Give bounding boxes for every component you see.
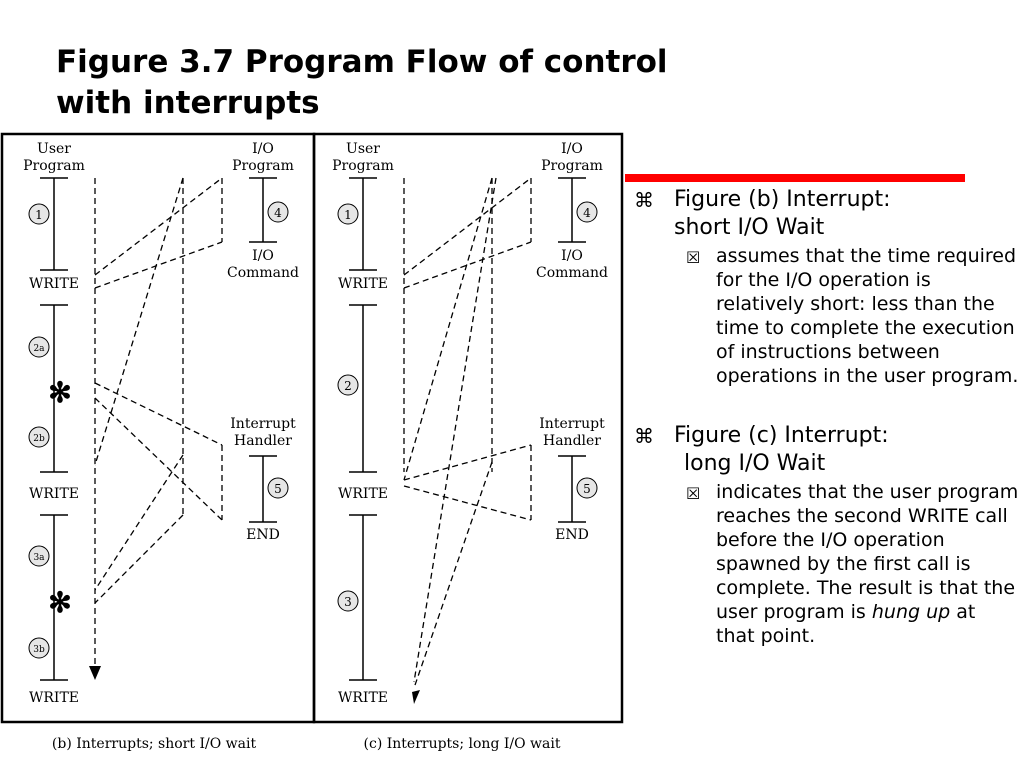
b-control-flow-lines [94, 177, 223, 665]
bullet-heading-b-2: short I/O Wait [674, 215, 825, 240]
b-io-segment-4: 4 [267, 201, 289, 223]
svg-text:1: 1 [344, 208, 352, 222]
diagram-c: User Program I/O Program I/O Command Int… [332, 141, 608, 752]
c-user-program-label-2: Program [332, 158, 394, 174]
svg-text:2b: 2b [33, 434, 45, 444]
hung-up-emphasis: hung up [871, 601, 951, 623]
c-write-label-2: WRITE [338, 486, 388, 502]
svg-text:4: 4 [583, 206, 591, 220]
command-bullet-icon: ⌘ [634, 188, 654, 212]
b-io-program-label: I/O [252, 141, 274, 157]
checkbox-bullet-icon: ☒ [686, 248, 701, 267]
c-io-program-label-2: Program [541, 158, 603, 174]
b-io-command-label: I/O [252, 248, 274, 264]
c-segment-3: 3 [337, 590, 359, 612]
b-interrupt-handler-label-2: Handler [234, 433, 292, 449]
b-user-program-label-2: Program [23, 158, 85, 174]
bullet-sub-text-c: indicates that the user program reaches … [716, 481, 1019, 647]
b-io-program-label-2: Program [232, 158, 294, 174]
title-line-1: Figure 3.7 Program Flow of control [56, 44, 668, 80]
b-segment-2b: 2b [28, 426, 50, 448]
bullet-figure-b: ⌘ Figure (b) Interrupt: short I/O Wait ☒… [634, 186, 1019, 388]
command-bullet-icon: ⌘ [634, 424, 654, 448]
c-interrupt-handler-label-2: Handler [543, 433, 601, 449]
c-io-segment-4: 4 [576, 201, 598, 223]
checkbox-bullet-icon: ☒ [686, 484, 701, 503]
svg-text:5: 5 [583, 482, 591, 496]
bullet-list: ⌘ Figure (b) Interrupt: short I/O Wait ☒… [634, 184, 1019, 648]
svg-text:5: 5 [274, 482, 282, 496]
c-io-command-label: I/O [561, 248, 583, 264]
svg-text:4: 4 [274, 206, 282, 220]
c-write-label-1: WRITE [338, 276, 388, 292]
slide-title: Figure 3.7 Program Flow of control with … [56, 42, 676, 124]
b-handler-segment-5: 5 [267, 477, 289, 499]
svg-text:2: 2 [344, 379, 352, 393]
c-end-arrow [412, 690, 420, 704]
diagram-c-frame [312, 132, 624, 724]
accent-bar [625, 174, 965, 182]
svg-text:2a: 2a [33, 344, 45, 354]
b-write-label-3: WRITE [29, 690, 79, 706]
c-io-command-label-2: Command [536, 265, 608, 281]
b-interrupt-asterisk-1: ✻ [48, 376, 71, 409]
c-handler-segment-5: 5 [576, 477, 598, 499]
title-line-2: with interrupts [56, 85, 320, 121]
b-end-arrow [89, 666, 101, 680]
b-write-label-1: WRITE [29, 276, 79, 292]
c-write-label-3: WRITE [338, 690, 388, 706]
svg-text:1: 1 [35, 208, 43, 222]
b-interrupt-asterisk-2: ✻ [48, 586, 71, 619]
b-segment-1: 1 [28, 203, 50, 225]
svg-text:3a: 3a [33, 553, 45, 563]
c-interrupt-handler-label: Interrupt [539, 416, 605, 432]
bullet-sub-text-b: assumes that the time required for the I… [716, 245, 1019, 387]
c-segment-1: 1 [337, 203, 359, 225]
bullet-heading-c-1: Figure (c) Interrupt: [674, 423, 889, 448]
c-caption: (c) Interrupts; long I/O wait [364, 736, 561, 752]
b-io-command-label-2: Command [227, 265, 299, 281]
c-user-program-label: User [346, 141, 380, 157]
svg-text:3: 3 [344, 595, 352, 609]
c-segment-2: 2 [337, 374, 359, 396]
program-flow-diagram: User Program I/O Program I/O Command Int… [0, 132, 624, 752]
b-segment-3a: 3a [28, 545, 50, 567]
svg-text:3b: 3b [33, 645, 45, 655]
c-end-label: END [555, 527, 589, 543]
bullet-heading-c-2: long I/O Wait [684, 451, 826, 476]
b-segment-3b: 3b [28, 637, 50, 659]
bullet-figure-c: ⌘ Figure (c) Interrupt: long I/O Wait ☒ … [634, 422, 1019, 648]
diagram-b: User Program I/O Program I/O Command Int… [23, 141, 299, 752]
b-interrupt-handler-label: Interrupt [230, 416, 296, 432]
b-user-program-label: User [37, 141, 71, 157]
b-segment-2a: 2a [28, 336, 50, 358]
c-io-program-label: I/O [561, 141, 583, 157]
b-caption: (b) Interrupts; short I/O wait [52, 736, 257, 752]
c-control-flow-lines [403, 177, 532, 689]
b-end-label: END [246, 527, 280, 543]
b-write-label-2: WRITE [29, 486, 79, 502]
bullet-heading-b-1: Figure (b) Interrupt: [674, 187, 891, 212]
